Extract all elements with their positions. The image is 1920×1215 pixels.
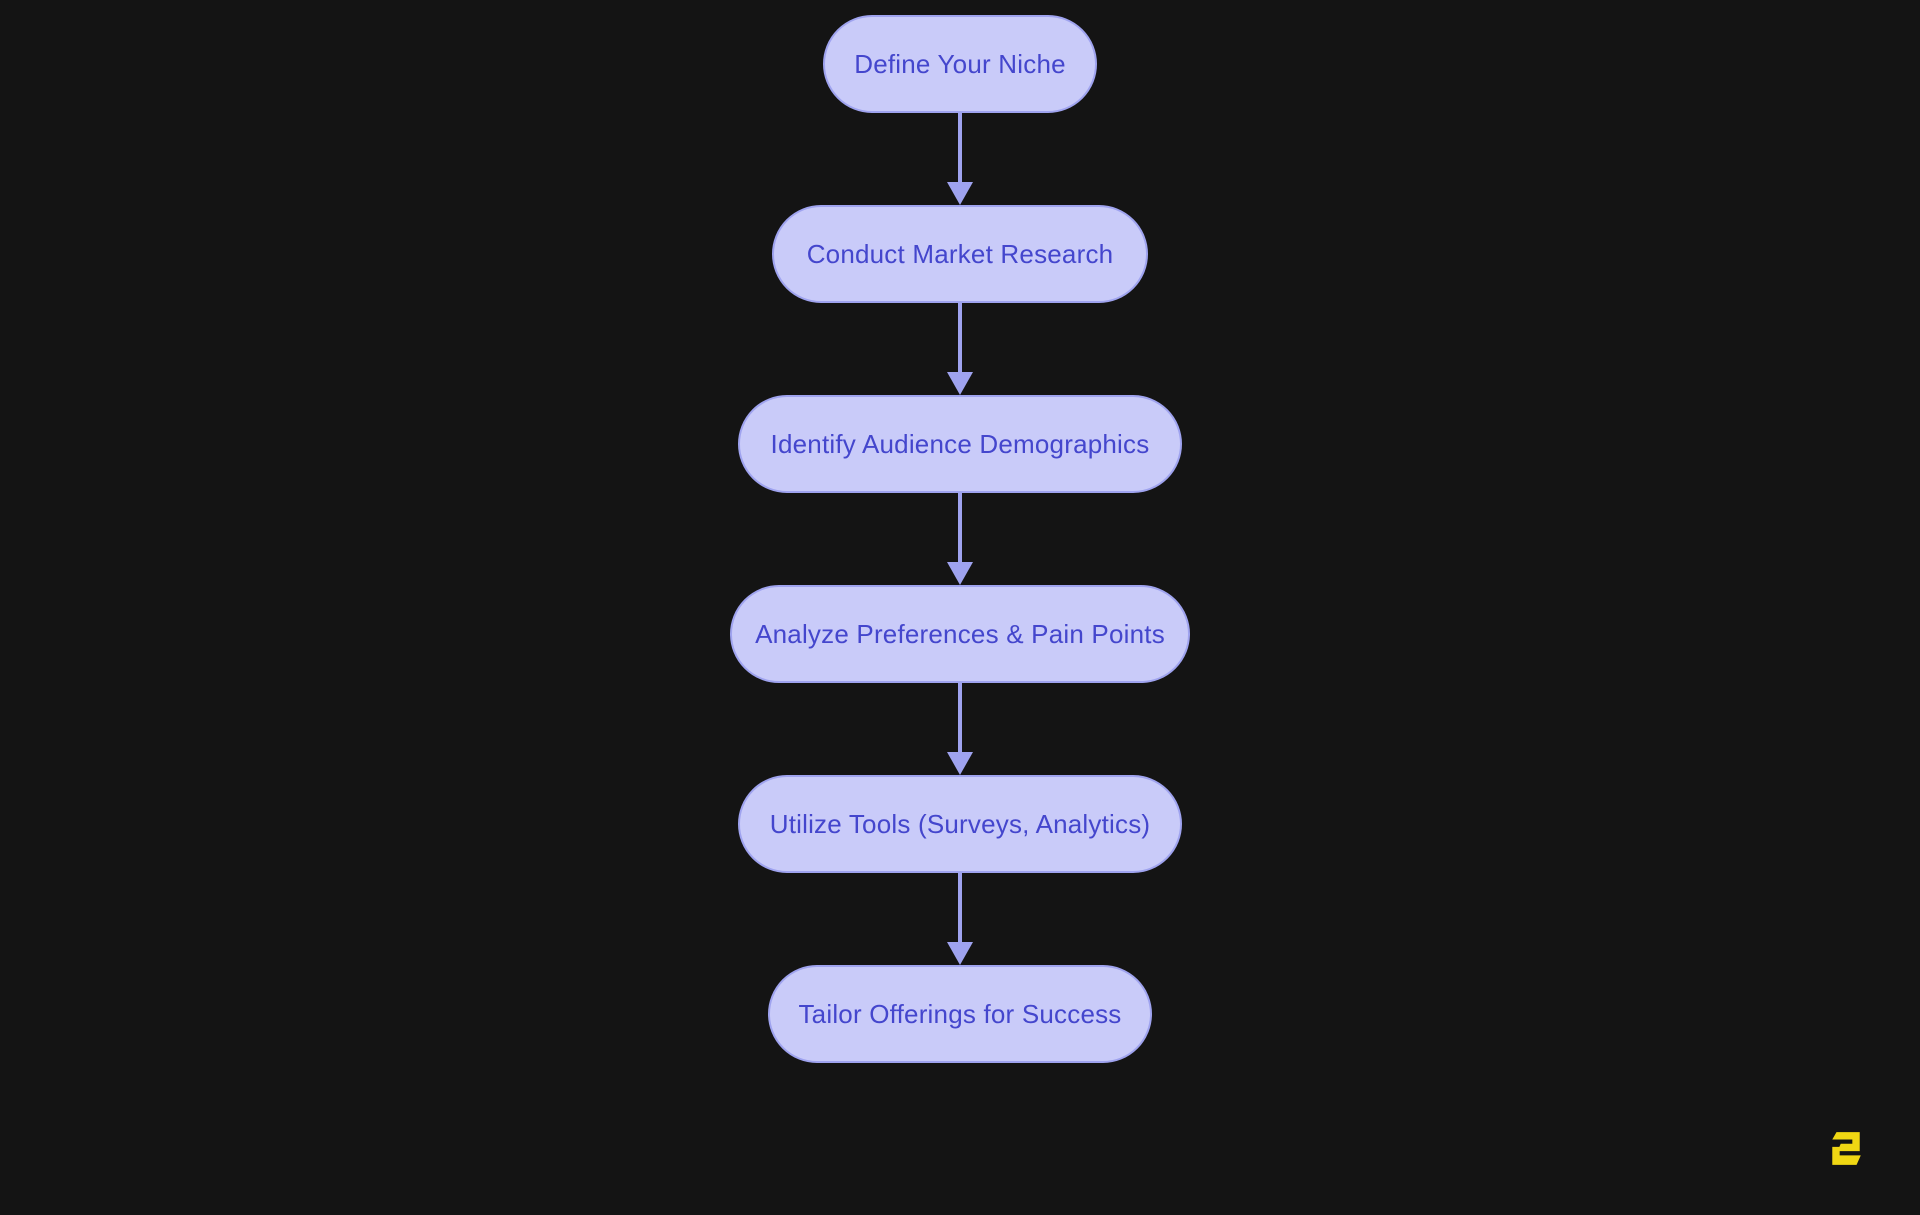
flow-node-label: Analyze Preferences & Pain Points xyxy=(755,618,1165,649)
arrow-head-icon xyxy=(947,562,973,585)
arrow-line xyxy=(958,303,962,374)
arrow-head-icon xyxy=(947,942,973,965)
flow-node-label: Tailor Offerings for Success xyxy=(798,998,1122,1029)
flow-node-conduct-market-research: Conduct Market Research xyxy=(772,205,1148,303)
arrow-line xyxy=(958,113,962,184)
arrow-line xyxy=(958,493,962,564)
arrow-head-icon xyxy=(947,752,973,775)
flow-node-define-your-niche: Define Your Niche xyxy=(823,15,1097,113)
flow-node-identify-audience-demographics: Identify Audience Demographics xyxy=(738,395,1182,493)
flow-node-label: Define Your Niche xyxy=(854,48,1066,79)
arrow-line xyxy=(958,683,962,754)
flow-node-analyze-preferences-pain-points: Analyze Preferences & Pain Points xyxy=(730,585,1190,683)
connector-arrow-5 xyxy=(947,873,973,965)
connector-arrow-4 xyxy=(947,683,973,775)
arrow-line xyxy=(958,873,962,944)
connector-arrow-1 xyxy=(947,113,973,205)
arrow-head-icon xyxy=(947,372,973,395)
connector-arrow-2 xyxy=(947,303,973,395)
flow-node-label: Conduct Market Research xyxy=(806,238,1114,269)
flow-node-tailor-offerings-for-success: Tailor Offerings for Success xyxy=(768,965,1152,1063)
flow-node-label: Identify Audience Demographics xyxy=(770,428,1150,459)
flow-node-label: Utilize Tools (Surveys, Analytics) xyxy=(769,808,1151,839)
s-logo-icon xyxy=(1827,1130,1865,1168)
arrow-head-icon xyxy=(947,182,973,205)
flow-node-utilize-tools-surveys-analytics: Utilize Tools (Surveys, Analytics) xyxy=(738,775,1182,873)
connector-arrow-3 xyxy=(947,493,973,585)
